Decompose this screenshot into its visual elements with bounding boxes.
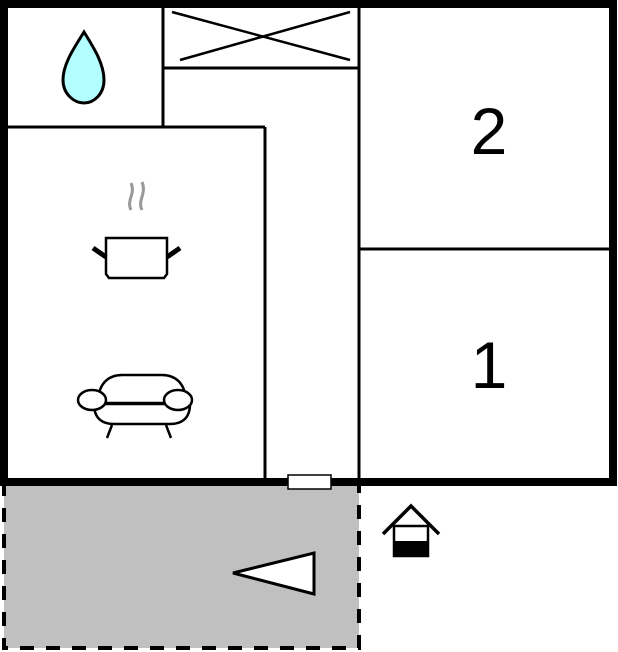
cooking-pot-icon — [91, 181, 182, 280]
terrace — [2, 482, 361, 650]
water-drop-icon — [61, 29, 106, 105]
entrance-arrow-icon — [232, 551, 316, 596]
room-label-2: 2 — [471, 94, 508, 168]
interior-walls — [4, 4, 613, 482]
house-entrance-icon — [381, 503, 441, 558]
room-label-1: 1 — [471, 328, 508, 402]
entrance-door — [287, 474, 332, 490]
sofa-icon — [76, 373, 194, 439]
crossed-box-icon — [171, 10, 351, 62]
